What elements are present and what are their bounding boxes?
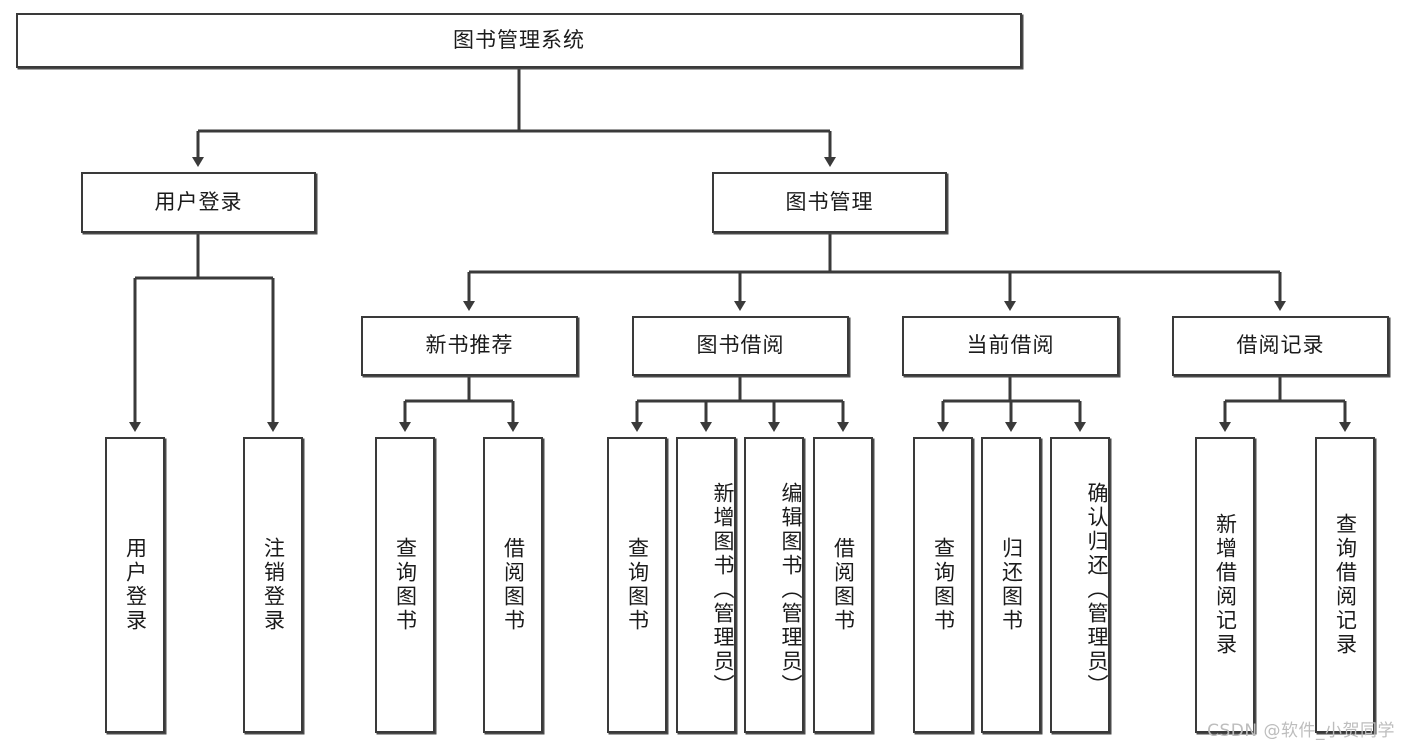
node-label: 注销登录 bbox=[261, 537, 286, 633]
leaf-current-borrow-confirm-return-admin[interactable]: 确认归还（管理员） bbox=[1050, 437, 1110, 733]
leaf-book-borrow-borrow-book[interactable]: 借阅图书 bbox=[813, 437, 873, 733]
node-label: 图书管理系统 bbox=[453, 27, 585, 52]
leaf-borrow-record-query-record[interactable]: 查询借阅记录 bbox=[1315, 437, 1375, 733]
node-label: 用户登录 bbox=[123, 537, 148, 633]
csdn-watermark: CSDN @软件_小贺同学 bbox=[1207, 721, 1395, 741]
node-new-book-recommend[interactable]: 新书推荐 bbox=[361, 316, 578, 376]
node-label: 当前借阅 bbox=[966, 333, 1055, 358]
node-label: 借阅图书 bbox=[831, 537, 856, 633]
node-label: 查询图书 bbox=[393, 537, 418, 633]
node-label: 用户登录 bbox=[154, 189, 243, 214]
node-book-borrow[interactable]: 图书借阅 bbox=[632, 316, 849, 376]
node-borrow-record[interactable]: 借阅记录 bbox=[1172, 316, 1389, 376]
node-label: 新书推荐 bbox=[425, 333, 514, 358]
node-label: 编辑图书（管理员） bbox=[779, 482, 803, 698]
leaf-book-borrow-query-book[interactable]: 查询图书 bbox=[607, 437, 667, 733]
leaf-book-borrow-add-book-admin[interactable]: 新增图书（管理员） bbox=[676, 437, 736, 733]
node-label: 图书借阅 bbox=[696, 333, 785, 358]
node-label: 借阅图书 bbox=[501, 537, 526, 633]
leaf-new-book-query-book[interactable]: 查询图书 bbox=[375, 437, 435, 733]
node-label: 归还图书 bbox=[999, 537, 1024, 633]
leaf-new-book-borrow-book[interactable]: 借阅图书 bbox=[483, 437, 543, 733]
node-user-login[interactable]: 用户登录 bbox=[81, 172, 316, 233]
node-label: 借阅记录 bbox=[1236, 333, 1325, 358]
node-label: 新增图书（管理员） bbox=[711, 482, 735, 698]
node-root-book-management-system[interactable]: 图书管理系统 bbox=[16, 13, 1022, 68]
node-label: 图书管理 bbox=[785, 189, 874, 214]
leaf-borrow-record-add-record[interactable]: 新增借阅记录 bbox=[1195, 437, 1255, 733]
leaf-user-login-logout[interactable]: 注销登录 bbox=[243, 437, 303, 733]
node-current-borrow[interactable]: 当前借阅 bbox=[902, 316, 1119, 376]
leaf-book-borrow-edit-book-admin[interactable]: 编辑图书（管理员） bbox=[744, 437, 804, 733]
node-label: 查询借阅记录 bbox=[1333, 513, 1358, 657]
leaf-current-borrow-return-book[interactable]: 归还图书 bbox=[981, 437, 1041, 733]
leaf-user-login-login[interactable]: 用户登录 bbox=[105, 437, 165, 733]
node-label: 查询图书 bbox=[625, 537, 650, 633]
node-label: 确认归还（管理员） bbox=[1085, 482, 1109, 698]
node-label: 查询图书 bbox=[931, 537, 956, 633]
leaf-current-borrow-query-book[interactable]: 查询图书 bbox=[913, 437, 973, 733]
node-book-management[interactable]: 图书管理 bbox=[712, 172, 947, 233]
node-label: 新增借阅记录 bbox=[1213, 513, 1238, 657]
